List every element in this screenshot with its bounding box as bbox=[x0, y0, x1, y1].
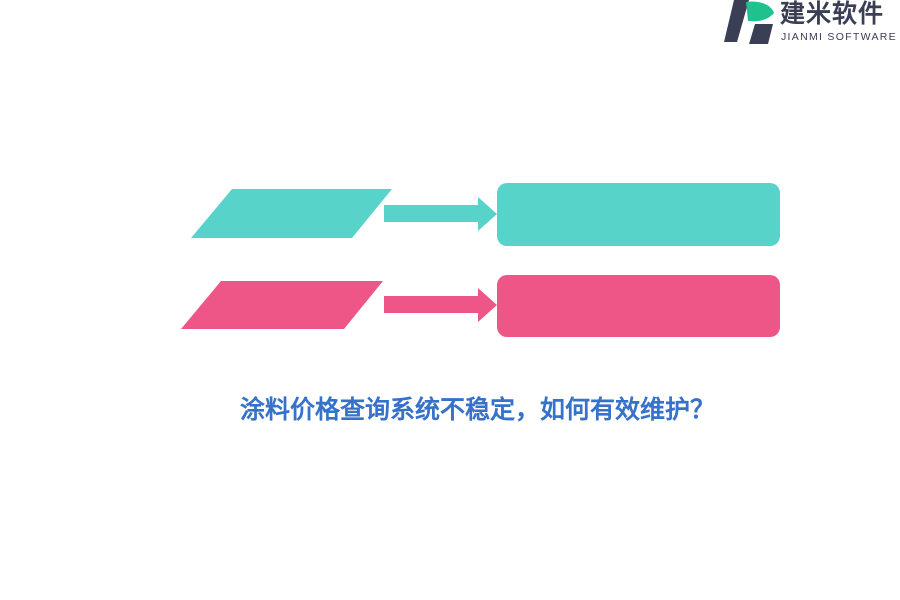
brand-logo: 建米软件 JIANMI SOFTWARE bbox=[724, 0, 900, 46]
teal-parallelogram bbox=[191, 189, 392, 238]
jianmi-logo-icon bbox=[724, 0, 774, 44]
brand-name-en: JIANMI SOFTWARE bbox=[781, 31, 897, 43]
slide-caption: 涂料价格查询系统不稳定，如何有效维护？ bbox=[239, 395, 715, 424]
teal-box bbox=[497, 183, 780, 246]
teal-arrow bbox=[384, 197, 497, 231]
pink-box bbox=[497, 275, 780, 337]
brand-name-cn: 建米软件 bbox=[780, 0, 885, 28]
pink-parallelogram bbox=[181, 281, 383, 329]
pink-arrow bbox=[384, 288, 497, 322]
